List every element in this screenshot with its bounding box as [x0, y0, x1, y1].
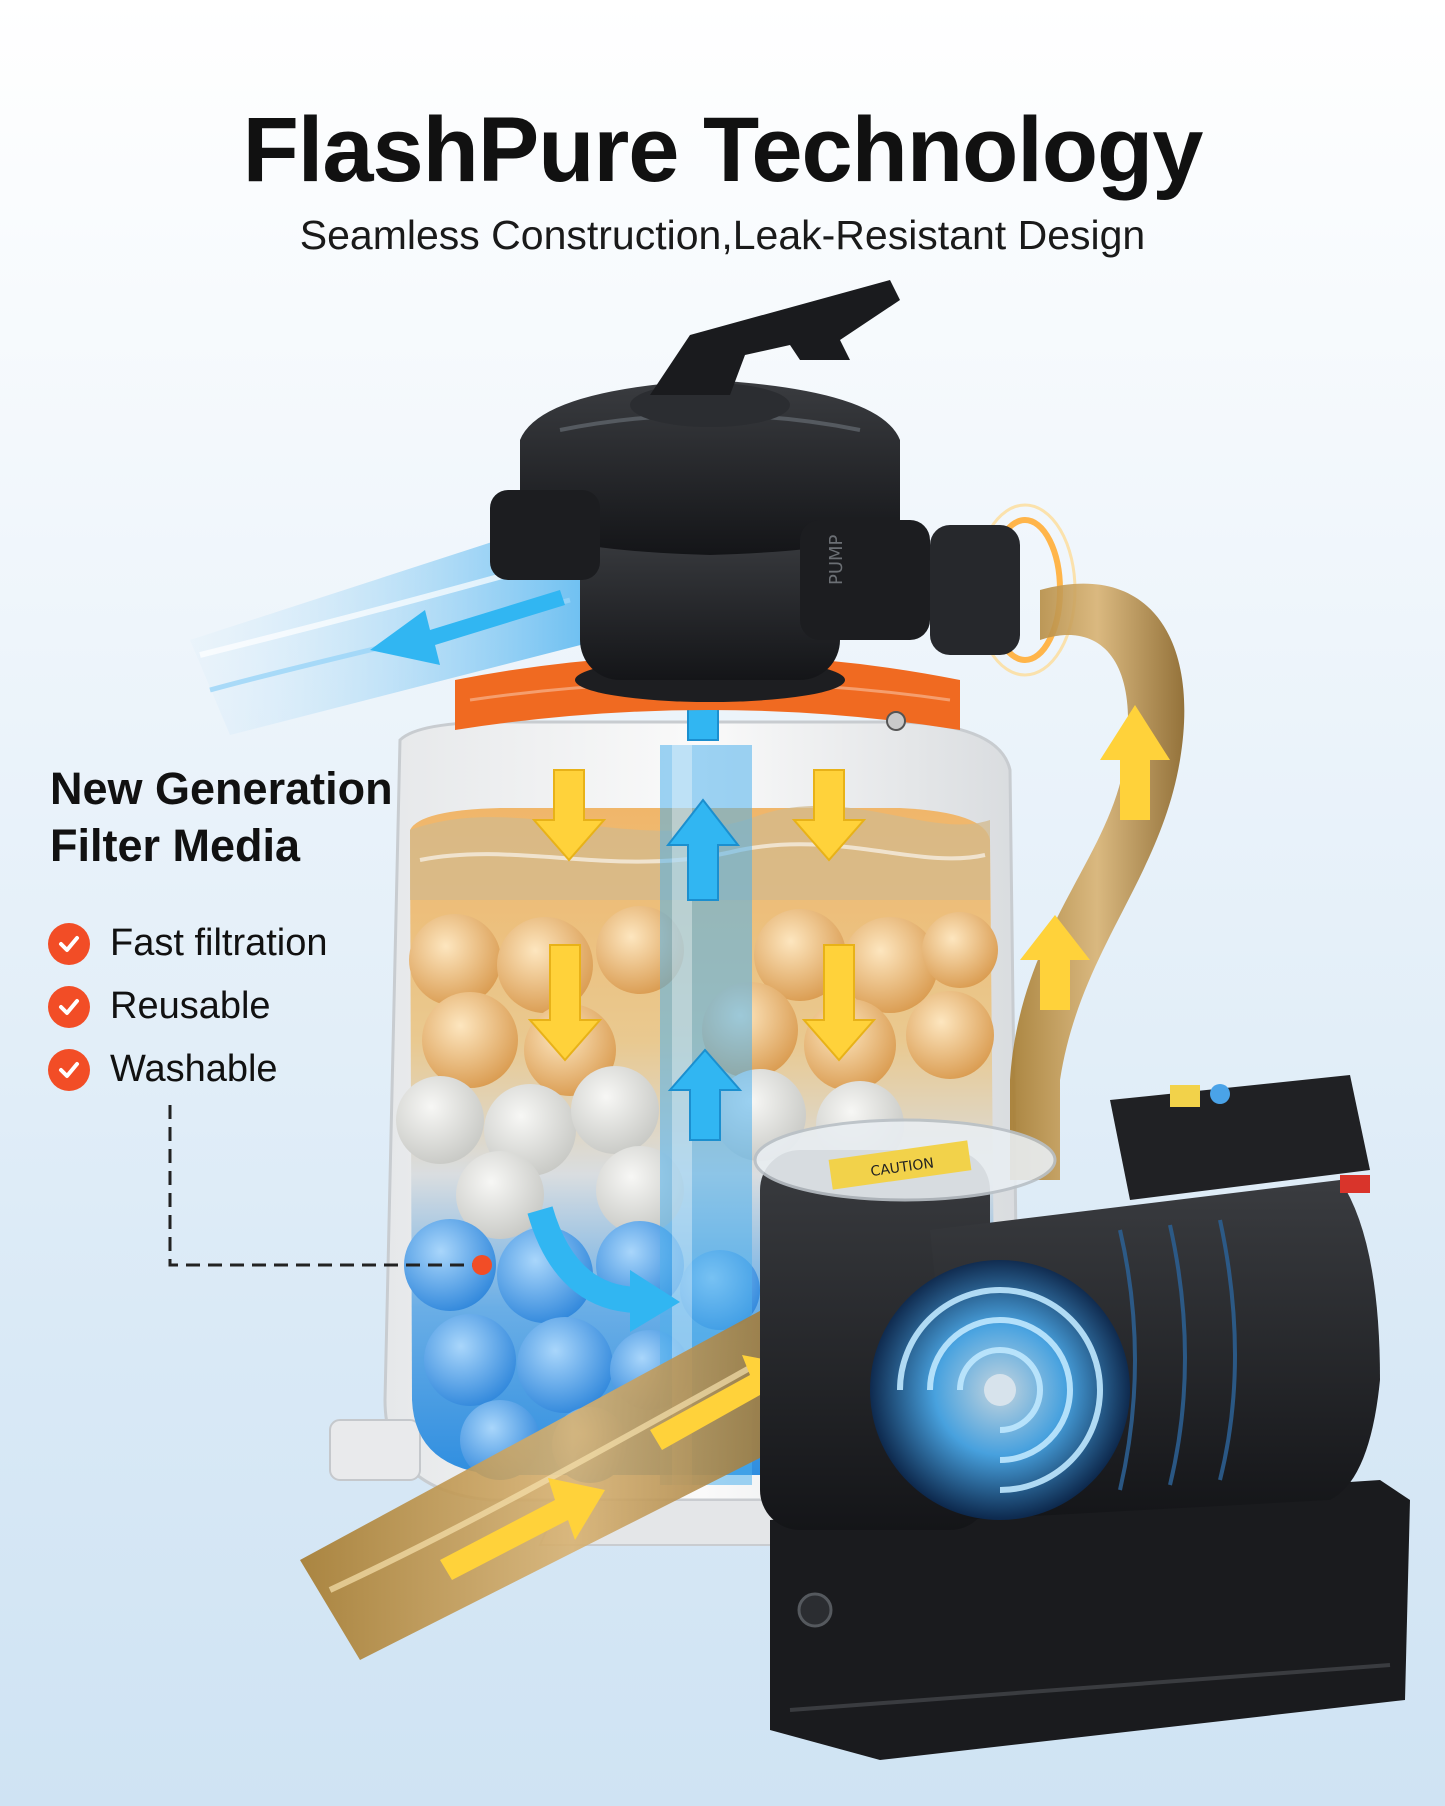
page-title: FlashPure Technology: [242, 99, 1204, 201]
check-icon: [48, 1048, 90, 1091]
filter-media-heading-line1: New Generation: [50, 763, 393, 814]
feature-item: Washable: [48, 1038, 328, 1101]
feature-label: Fast filtration: [110, 922, 328, 964]
check-icon: [48, 922, 90, 965]
filter-media-heading-line2: Filter Media: [50, 820, 301, 871]
page-subtitle: Seamless Construction,Leak-Resistant Des…: [299, 212, 1146, 258]
check-icon: [48, 985, 90, 1028]
feature-item: Fast filtration: [48, 912, 328, 975]
feature-item: Reusable: [48, 975, 328, 1038]
filter-media-heading: New Generation Filter Media: [50, 760, 470, 874]
feature-label: Reusable: [110, 985, 271, 1027]
valve-port-label: PUMP: [826, 534, 847, 585]
feature-list: Fast filtration Reusable Washable: [48, 912, 328, 1101]
feature-label: Washable: [110, 1048, 278, 1090]
